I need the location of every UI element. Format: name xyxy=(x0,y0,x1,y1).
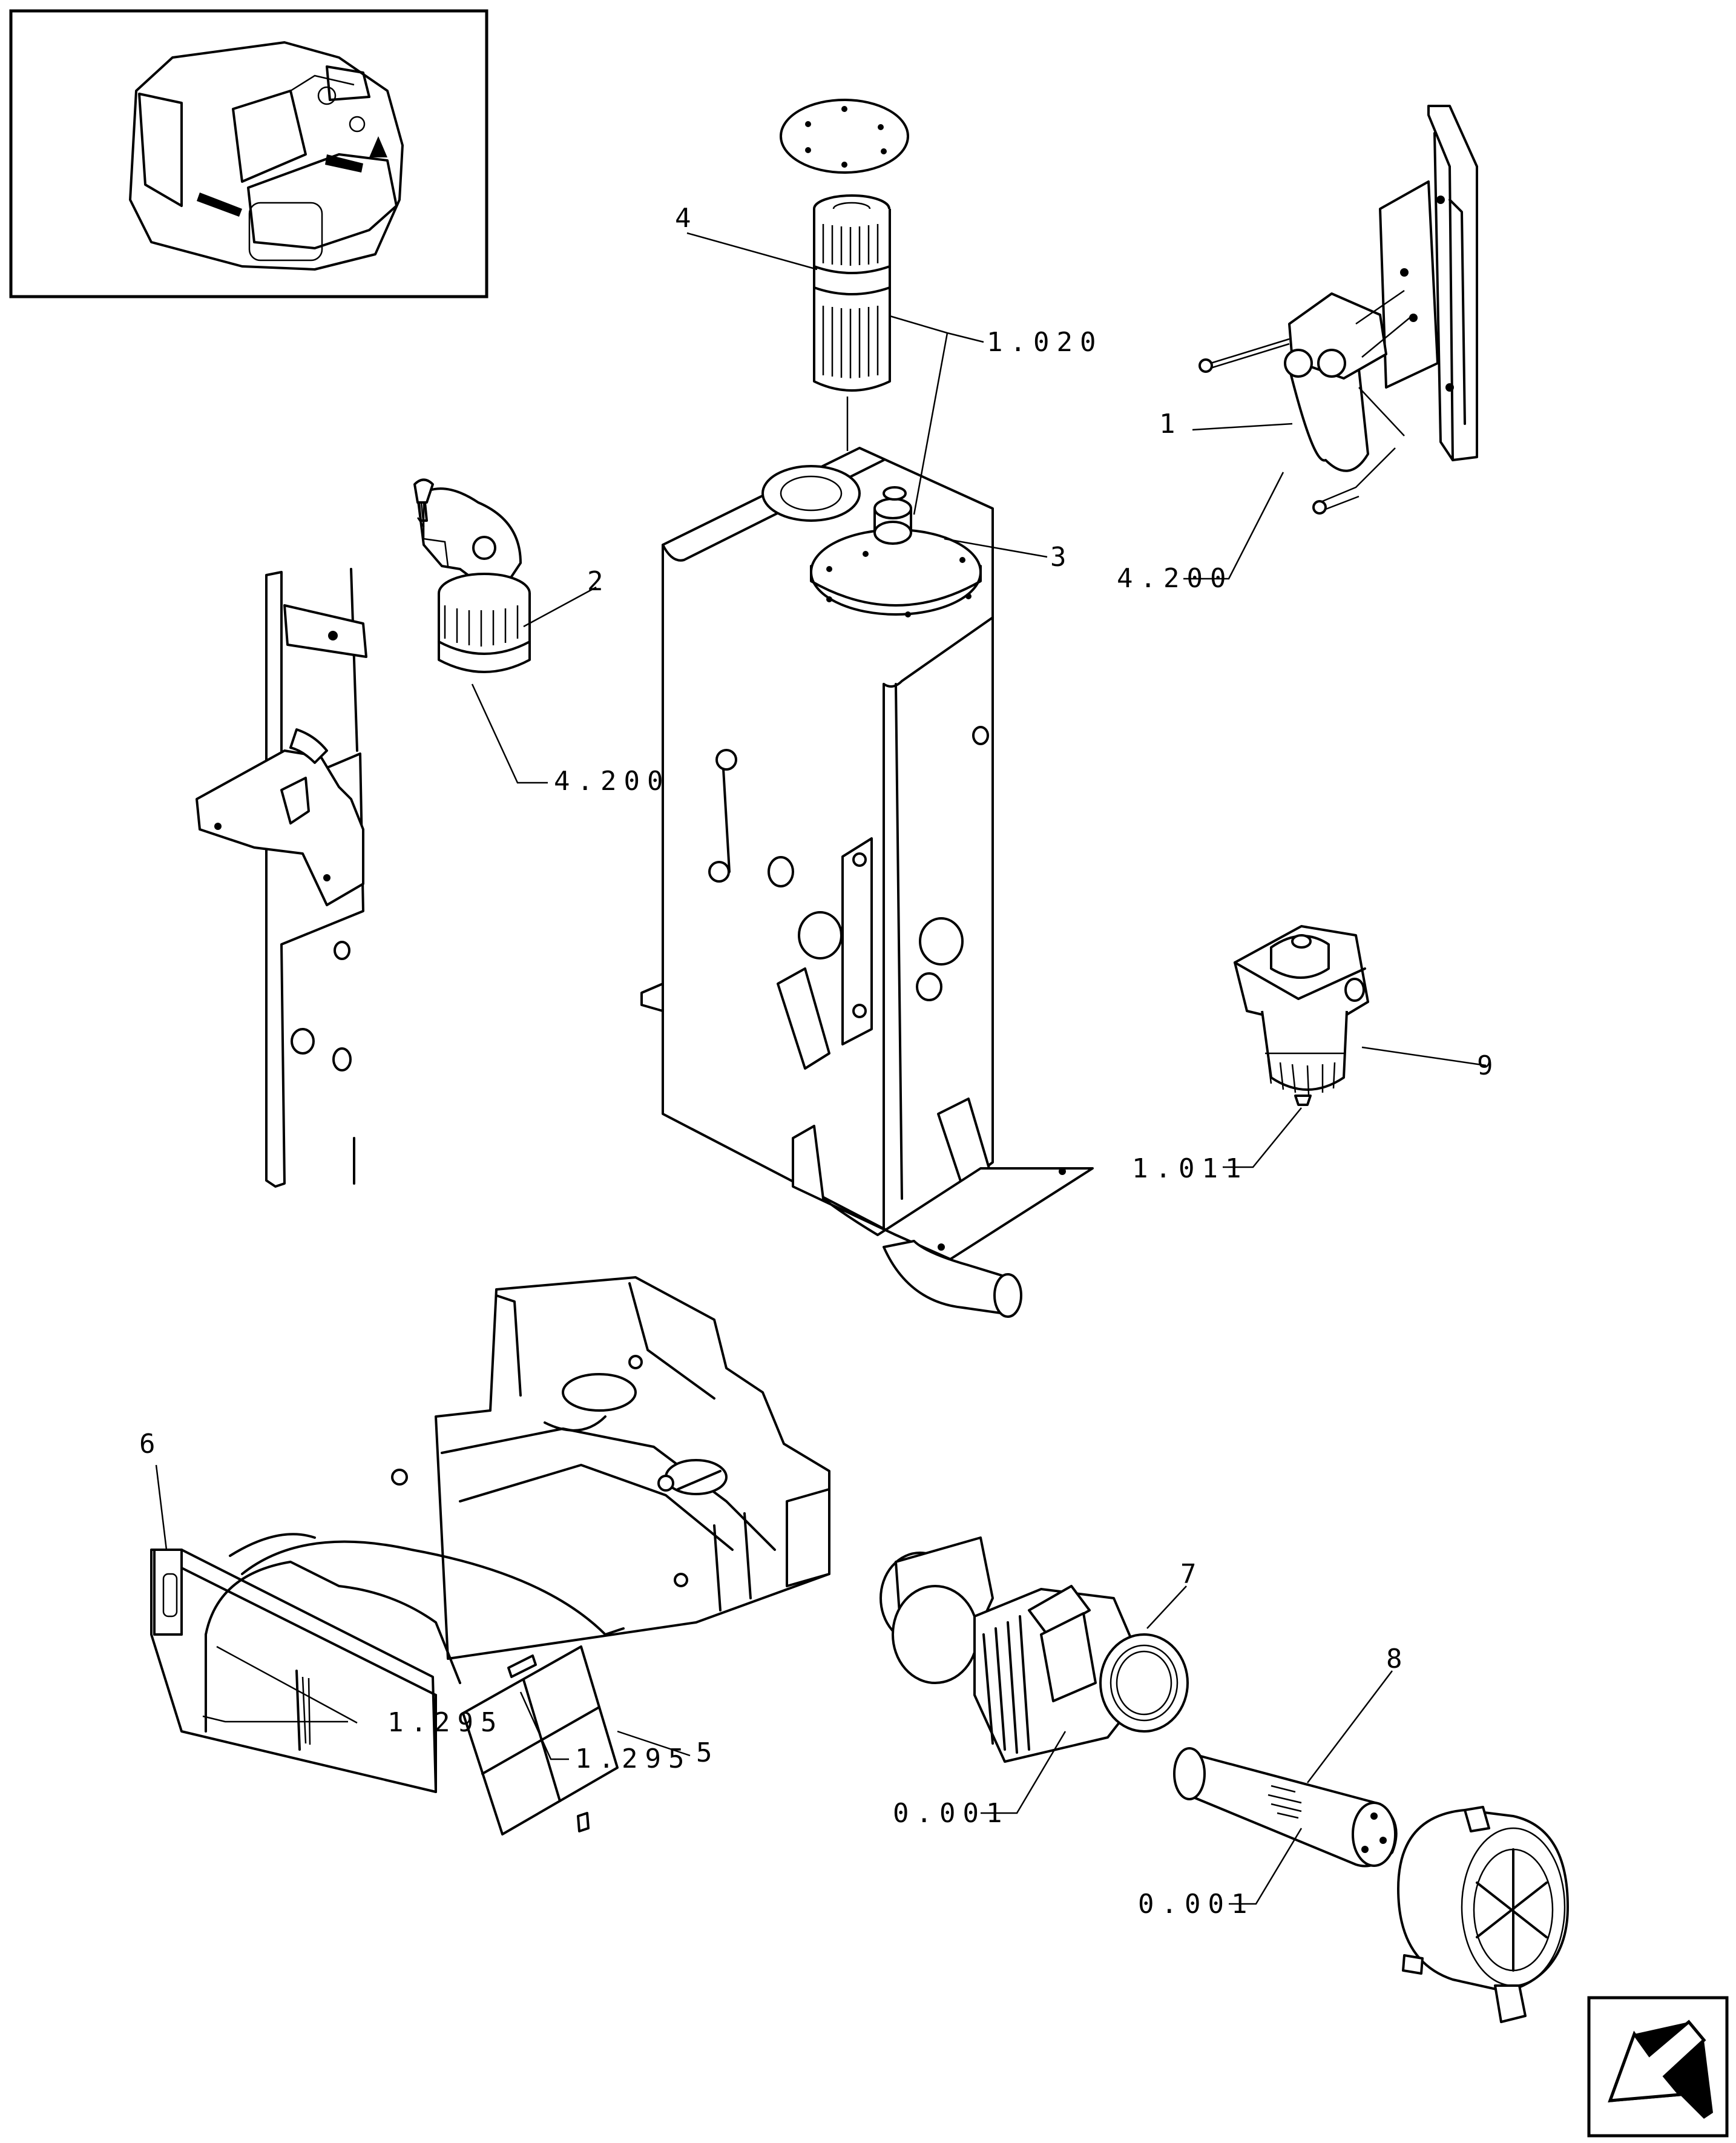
callout-1-020: 1.020 xyxy=(987,327,1103,358)
next-page-arrow-icon[interactable] xyxy=(1587,1996,1729,2138)
callout-4-200-right: 4.200 xyxy=(1117,563,1233,594)
callout-7: 7 xyxy=(1180,1559,1204,1590)
hydraulic-tank xyxy=(640,99,1094,1318)
pilot-filter-with-bracket xyxy=(1198,105,1478,515)
callout-5: 5 xyxy=(696,1737,720,1768)
fuel-filter-with-frame xyxy=(196,478,531,1188)
recirculation-filter xyxy=(462,1645,619,1835)
callout-0-001-right: 0.001 xyxy=(1138,1889,1254,1920)
callout-3: 3 xyxy=(1050,542,1074,573)
safety-air-filter-element xyxy=(1173,1747,1398,1868)
callout-4-200-left: 4.200 xyxy=(554,766,670,797)
callout-1-011: 1.011 xyxy=(1132,1153,1248,1184)
excavator-cab-thumbnail-icon xyxy=(9,9,488,298)
callout-1-295-right: 1.295 xyxy=(575,1743,691,1774)
callout-8: 8 xyxy=(1386,1644,1410,1674)
callout-1: 1 xyxy=(1159,409,1183,439)
air-conditioning-unit xyxy=(391,1276,830,1660)
callout-6: 6 xyxy=(139,1429,163,1460)
water-separator-filter xyxy=(1234,925,1369,1106)
callout-9: 9 xyxy=(1477,1050,1501,1081)
air-cleaner-cover xyxy=(1397,1806,1569,2023)
callout-4: 4 xyxy=(675,203,699,234)
air-cleaner-assembly xyxy=(880,1536,1189,1763)
callout-2: 2 xyxy=(587,566,611,597)
callout-0-001-left: 0.001 xyxy=(893,1798,1009,1829)
callout-1-295-left: 1.295 xyxy=(387,1707,504,1738)
leader-lines xyxy=(155,232,1487,1905)
cabin-filter-housing xyxy=(150,1533,625,1793)
callout-labels: 1 2 3 4 5 6 7 8 9 1.020 4.200 4.200 1.01… xyxy=(139,203,1501,1920)
